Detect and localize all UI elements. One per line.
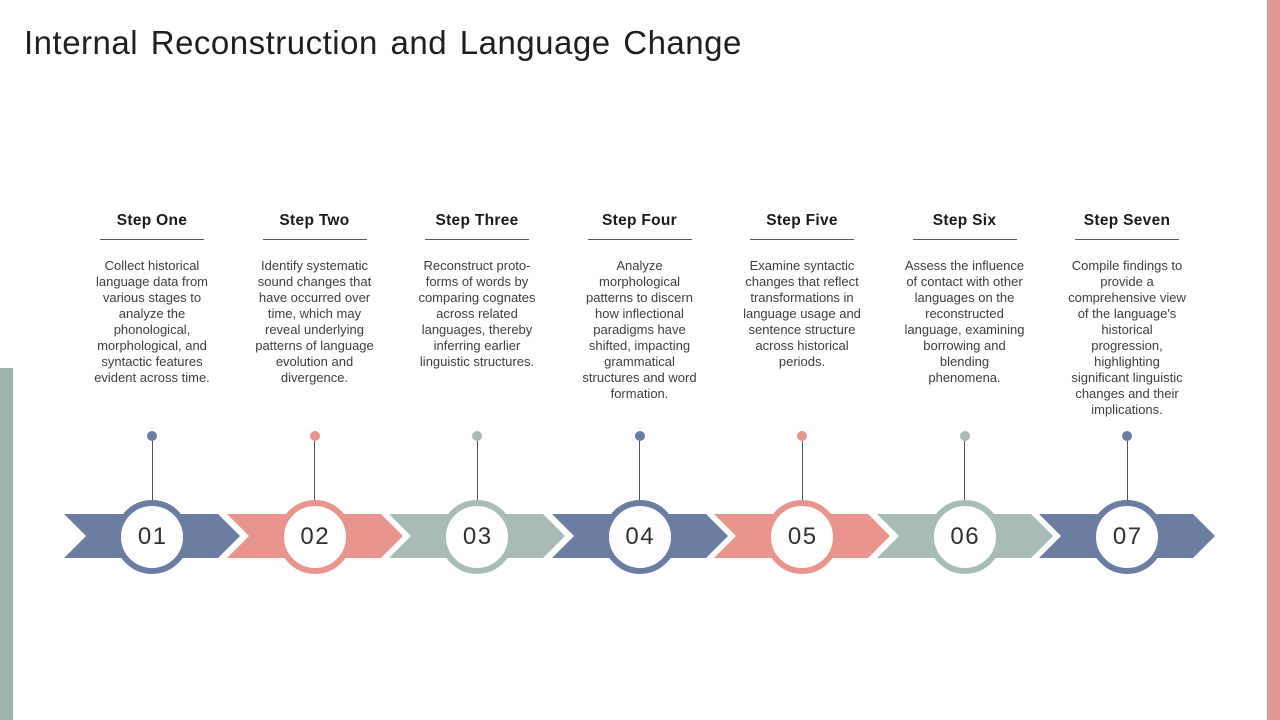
step-connector-dot — [797, 431, 807, 441]
step-description: Compile findings to provide a comprehens… — [1068, 258, 1186, 417]
step-description: Examine syntactic changes that reflect t… — [743, 258, 861, 369]
step-number: 04 — [625, 523, 656, 550]
step-connector-line — [476, 441, 478, 503]
step-label: Step Five — [766, 212, 838, 229]
step-number: 05 — [787, 523, 818, 550]
left-accent-bar — [0, 368, 13, 720]
step-underline — [587, 239, 692, 240]
step-label: Step Seven — [1083, 212, 1171, 229]
step-connector-dot — [634, 431, 645, 441]
step-connector-line — [151, 441, 153, 503]
step-connector-line — [964, 441, 965, 503]
step-connector-line — [1126, 441, 1128, 503]
step-connector-dot — [472, 431, 482, 441]
step-number: 07 — [1112, 523, 1143, 550]
step-number: 01 — [137, 523, 168, 550]
step-label: Step Two — [279, 212, 350, 229]
step-connector-line — [801, 441, 803, 503]
step-underline — [425, 239, 529, 240]
step-underline — [100, 239, 204, 240]
step-number-circle: 05 — [765, 500, 839, 574]
step-label: Step Three — [435, 212, 519, 229]
step-label: Step Four — [601, 212, 678, 229]
step-connector-line — [639, 441, 640, 503]
step-description: Analyze morphological patterns to discer… — [582, 258, 697, 401]
step-description: Assess the influence of contact with oth… — [904, 258, 1025, 385]
step-underline — [1075, 239, 1179, 240]
step-connector-dot — [309, 431, 320, 441]
step-underline — [262, 239, 367, 240]
step-number-circle: 01 — [115, 500, 189, 574]
step-number-circle: 04 — [602, 500, 677, 574]
step-description: Identify systematic sound changes that h… — [255, 258, 374, 385]
step-connector-dot — [959, 431, 970, 441]
step-underline — [912, 239, 1017, 240]
step-connector-line — [314, 441, 315, 503]
step-number: 03 — [462, 523, 493, 550]
step-connector-dot — [1122, 431, 1132, 441]
step-number: 02 — [300, 523, 331, 550]
step-label: Step Six — [932, 212, 997, 229]
step-number-circle: 03 — [440, 500, 514, 574]
step-label: Step One — [116, 212, 188, 229]
step-underline — [750, 239, 854, 240]
right-accent-bar — [1267, 0, 1280, 720]
step-number: 06 — [950, 523, 981, 550]
step-description: Collect historical language data from va… — [94, 258, 210, 385]
step-number-circle: 06 — [927, 500, 1002, 574]
step-description: Reconstruct proto-forms of words by comp… — [418, 258, 536, 369]
step-number-circle: 07 — [1090, 500, 1164, 574]
step-number-circle: 02 — [277, 500, 352, 574]
slide-title: Internal Reconstruction and Language Cha… — [24, 24, 742, 61]
step-connector-dot — [147, 431, 157, 441]
